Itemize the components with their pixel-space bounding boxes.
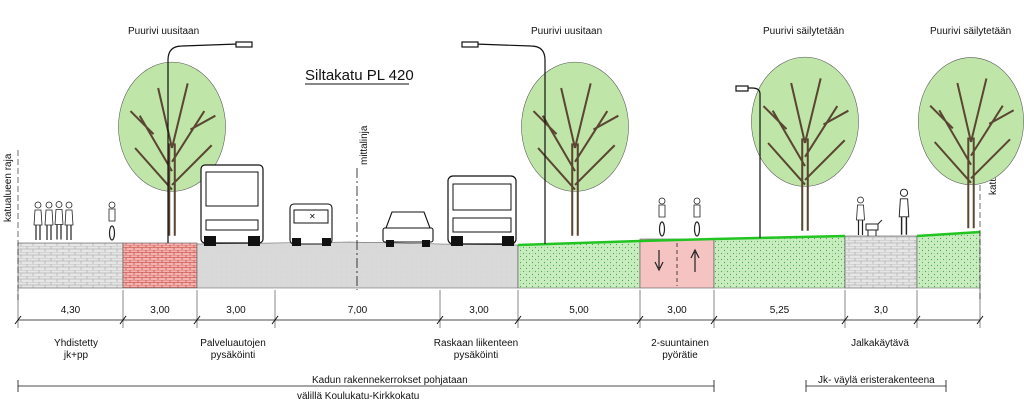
tree-icon (750, 56, 860, 232)
insulation-note-text: Jk- väylä eristerakenteena (818, 375, 935, 386)
segment-width: 3,00 (150, 305, 170, 316)
segment-width: 7,00 (348, 305, 368, 316)
street-light-icon (735, 85, 761, 238)
cyclist-icon (658, 197, 666, 237)
pedestrian-icon (64, 201, 74, 241)
bike-lane-arrows (654, 243, 700, 286)
tree-row-label-right2: Puurivi säilytetään (930, 26, 1011, 37)
segment-label: pyörätie (662, 350, 698, 361)
segment-width: 3,00 (226, 305, 246, 316)
truck-icon (447, 175, 517, 246)
segment-label: pysäköinti (454, 350, 498, 361)
pedestrian-icon (898, 188, 910, 236)
street-light-icon (167, 41, 253, 243)
cyclist-icon (108, 201, 116, 241)
car-icon (382, 211, 434, 247)
dog-icon (865, 219, 883, 236)
ground-layers (17, 230, 981, 289)
segment-width: 3,0 (874, 305, 888, 316)
segment-label: Jalkakäytävä (851, 338, 909, 349)
tree-icon (917, 56, 1024, 230)
segment-label: Palveluautojen (200, 338, 266, 349)
street-light-icon (461, 41, 546, 244)
tree-row-label-center: Puurivi uusitaan (531, 26, 602, 37)
segment-label: 2-suuntainen (651, 338, 709, 349)
svg-text:✕: ✕ (309, 212, 316, 221)
segment-label: Yhdistetty (54, 338, 98, 349)
base-note-subtext: välillä Koulukatu-Kirkkokatu (297, 391, 419, 402)
base-note-text: Kadun rakennekerrokset pohjataan (312, 375, 468, 386)
van-icon: ✕ (289, 203, 333, 246)
pedestrian-icon (54, 200, 64, 241)
tree-row-label-right1: Puurivi säilytetään (763, 26, 844, 37)
tree-icon (520, 61, 630, 237)
left-boundary-label: katualueen raja (3, 153, 14, 222)
pedestrian-icon (855, 196, 866, 236)
segment-labels: Yhdistettyjk+ppPalveluautojenpysäköintiR… (54, 338, 909, 361)
dimension-values: 4,30 3,00 3,00 7,00 3,00 5,00 3,00 5,25 3,0 (61, 305, 889, 316)
center-line-label: mittalinja (359, 125, 370, 165)
segment-label: jk+pp (63, 350, 89, 361)
segment-label: pysäköinti (211, 350, 255, 361)
cyclist-icon (693, 197, 701, 237)
pedestrian-icon (44, 201, 54, 241)
dimension-ticks (14, 290, 984, 328)
segment-label: Raskaan liikenteen (434, 338, 519, 349)
pedestrian-icon (33, 201, 43, 241)
segment-width: 3,00 (667, 305, 687, 316)
segment-width: 5,00 (569, 305, 589, 316)
tree-row-label-left: Puurivi uusitaan (128, 26, 199, 37)
segment-width: 4,30 (61, 305, 81, 316)
drawing-title: Siltakatu PL 420 (305, 67, 414, 84)
segment-width: 5,25 (770, 305, 790, 316)
segment-width: 3,00 (469, 305, 489, 316)
bus-icon (200, 164, 264, 246)
